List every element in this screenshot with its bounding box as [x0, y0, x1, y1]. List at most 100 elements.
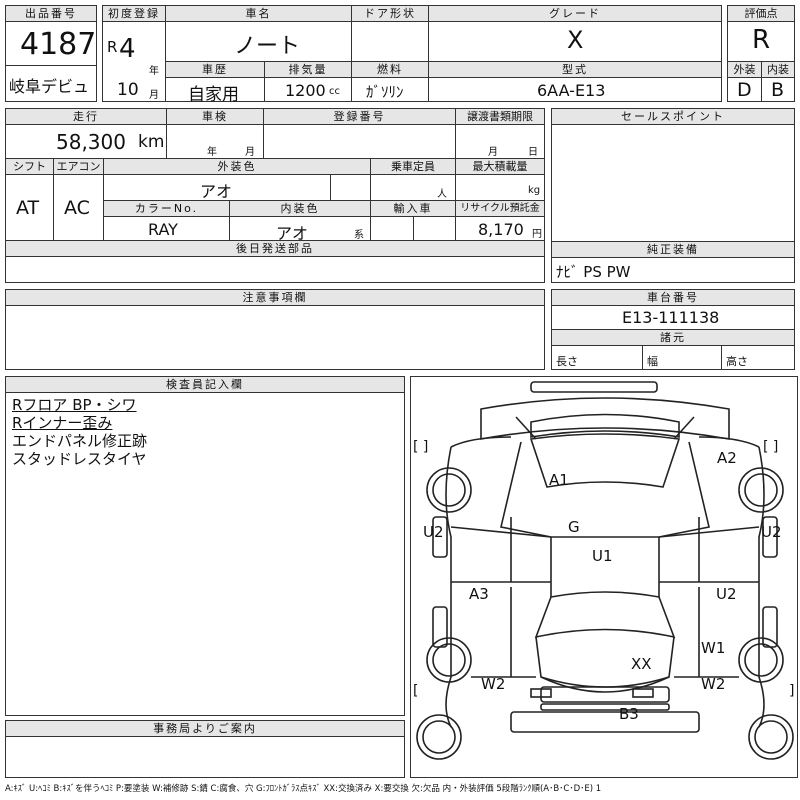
fuel-cell: ｶﾞｿﾘﾝ [351, 77, 429, 102]
caution-label: 注意事項欄 [5, 289, 545, 306]
model-label: 型式 [428, 61, 722, 78]
ac-cell: AC [53, 174, 104, 241]
model: 6AA-E13 [537, 81, 606, 100]
length-cell: 長さ [551, 345, 643, 370]
history-label: 車歴 [165, 61, 265, 78]
office-label: 事務局よりご案内 [5, 720, 405, 737]
length-label: 長さ [556, 355, 578, 368]
displacement-label: 排気量 [264, 61, 352, 78]
venue-cell: 岐阜デビュ [5, 65, 97, 102]
mark-u2-left: U2 [423, 523, 444, 541]
mileage-unit: km [138, 132, 165, 152]
inspector-line: Rフロア BP・シワ [12, 396, 137, 414]
ext-color: アオ [200, 182, 233, 201]
sales-points-label: セールスポイント [551, 108, 795, 125]
plate-cell [263, 124, 456, 159]
car-name-cell: ノート [165, 21, 352, 62]
height-cell: 高さ [721, 345, 795, 370]
grade-label: グレード [428, 5, 722, 22]
sales-points-cell [551, 124, 795, 242]
ext-color-cell: アオ [103, 174, 331, 201]
fuel-label: 燃料 [351, 61, 429, 78]
dims-label: 諸元 [551, 329, 795, 346]
capacity-unit: 人 [437, 189, 447, 200]
exterior-grade: D [737, 79, 752, 101]
transfer-day-unit: 日 [528, 147, 538, 158]
bracket-left: [ ] [413, 439, 429, 455]
equipment: ﾅﾋﾞ PS PW [556, 263, 631, 281]
mark-a2: A2 [717, 449, 737, 467]
lot-number-cell: 4187 [5, 21, 97, 66]
int-color-cell: アオ 系 [229, 216, 371, 243]
ac-label: エアコン [53, 158, 104, 175]
chassis-number: E13-111138 [622, 308, 720, 327]
recycle-label: リサイクル預託金 [455, 200, 545, 217]
color-no: RAY [148, 220, 178, 239]
load-unit: kg [528, 185, 541, 196]
width-cell: 幅 [642, 345, 722, 370]
mark-b3: B3 [619, 705, 639, 723]
bracket-right: [ ] [763, 439, 779, 455]
mark-g: G [568, 518, 580, 536]
transfer-cell: 月 日 [455, 124, 545, 159]
reg-year: 4 [119, 34, 136, 64]
mark-a3: A3 [469, 585, 489, 603]
door-label: ドア形状 [351, 5, 429, 22]
exterior-label: 外装 [727, 61, 762, 78]
capacity-label: 乗車定員 [370, 158, 456, 175]
chassis-label: 車台番号 [551, 289, 795, 306]
damage-diagram: [ ] [ ] [ ] A1 A2 G U1 U2 U2 U2 A3 W1 XX… [410, 376, 798, 778]
load-label: 最大積載量 [455, 158, 545, 175]
ac: AC [64, 197, 90, 219]
mark-xx: XX [631, 655, 652, 673]
shift-cell: AT [5, 174, 54, 241]
plate-label: 登録番号 [263, 108, 456, 125]
year-unit: 年 [149, 66, 159, 77]
inspector-line: エンドパネル修正跡 [12, 432, 148, 450]
import-cell-a [370, 216, 414, 241]
int-color-unit: 系 [354, 230, 364, 241]
car-name: ノート [234, 34, 301, 59]
exterior-grade-cell: D [727, 77, 762, 102]
reg-month: 10 [117, 80, 139, 100]
model-cell: 6AA-E13 [428, 77, 722, 102]
inspection-label: 車検 [166, 108, 264, 125]
mileage-cell: 58,300 km [5, 124, 167, 159]
int-color: アオ [276, 224, 309, 243]
score-label: 評価点 [727, 5, 795, 22]
displacement: 1200 [285, 81, 326, 100]
mark-u2-mid: U2 [716, 585, 737, 603]
mark-w1: W1 [701, 639, 726, 657]
era-letter: R [107, 38, 118, 56]
mark-u1: U1 [592, 547, 613, 565]
car-name-label: 車名 [165, 5, 352, 22]
venue: 岐阜デビュ [9, 77, 90, 96]
mark-w2-left: W2 [481, 675, 506, 693]
fuel: ｶﾞｿﾘﾝ [366, 83, 404, 101]
inspection-cell: 年 月 [166, 124, 264, 159]
caution-cell [5, 305, 545, 370]
equipment-cell: ﾅﾋﾞ PS PW [551, 257, 795, 283]
shift-label: シフト [5, 158, 54, 175]
month-unit: 月 [149, 90, 159, 101]
inspector-line: Rインナー歪み [12, 414, 113, 432]
grade: X [567, 26, 584, 54]
history: 自家用 [188, 85, 239, 105]
import-cell-b [413, 216, 456, 241]
car-outline [416, 381, 794, 760]
interior-grade-cell: B [761, 77, 795, 102]
office-cell [5, 736, 405, 778]
mark-a1: A1 [549, 471, 569, 489]
score-cell: R [727, 21, 795, 62]
recycle-unit: 円 [532, 229, 542, 240]
history-cell: 自家用 [165, 77, 265, 105]
inspector-line: スタッドレスタイヤ [12, 450, 147, 468]
inspector-cell: Rフロア BP・シワ Rインナー歪み エンドパネル修正跡 スタッドレスタイヤ [5, 392, 405, 716]
legend-text: A:ｷｽﾞ U:ﾍｺﾐ B:ｷｽﾞを伴うﾍｺﾐ P:要塗装 W:補修跡 S:錆 … [5, 784, 602, 794]
inspection-month-unit: 月 [245, 147, 255, 158]
lot-label: 出品番号 [5, 5, 97, 22]
load-cell: kg [455, 174, 545, 201]
interior-grade: B [771, 79, 785, 101]
import-label: 輸入車 [370, 200, 456, 217]
transfer-month-unit: 月 [488, 147, 498, 158]
